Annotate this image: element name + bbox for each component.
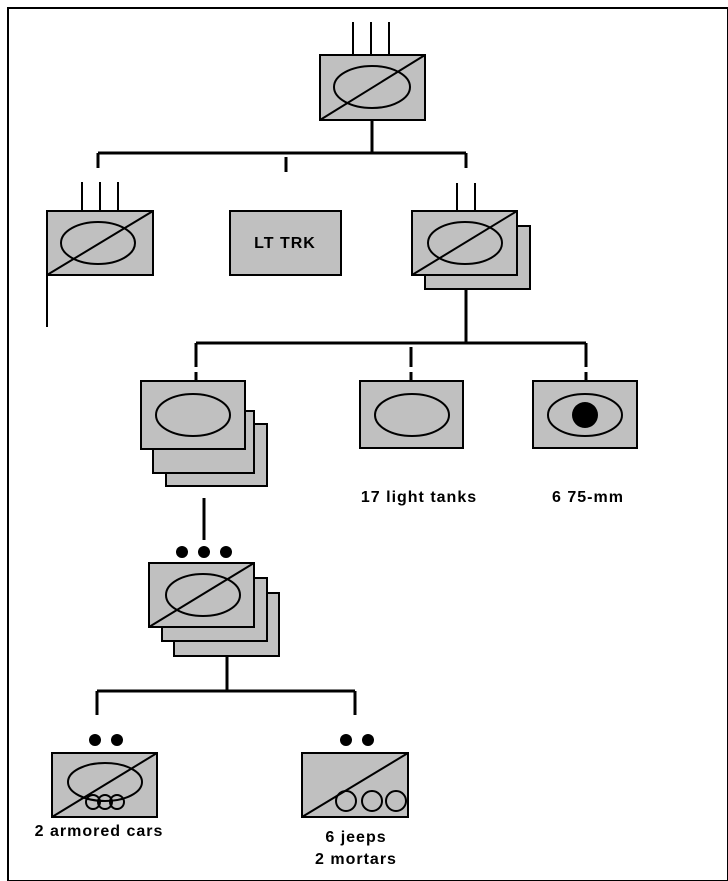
hq-symbol bbox=[319, 22, 426, 121]
armored-cars-symbol: 2 armored cars bbox=[35, 734, 164, 840]
connector-hq bbox=[96, 120, 468, 172]
recon-troops-symbol bbox=[148, 546, 280, 657]
mortars-label: 2 mortars bbox=[315, 851, 397, 868]
sub-regiment-symbol bbox=[46, 182, 154, 327]
tank-companies-symbol bbox=[140, 380, 268, 487]
assault-gun-label: 6 75-mm bbox=[552, 489, 624, 506]
jeeps-symbol: 6 jeeps 2 mortars bbox=[301, 734, 409, 868]
assault-gun-symbol: 6 75-mm bbox=[532, 380, 638, 506]
diagram-frame bbox=[7, 7, 728, 881]
jeeps-label: 6 jeeps bbox=[325, 829, 386, 846]
connector-recon-children bbox=[95, 656, 357, 715]
connector-squadron bbox=[194, 289, 588, 380]
armored-cars-label: 2 armored cars bbox=[35, 823, 164, 840]
light-truck-label: LT TRK bbox=[254, 235, 316, 252]
light-tanks-symbol: 17 light tanks bbox=[359, 380, 477, 506]
light-tanks-label: 17 light tanks bbox=[361, 489, 477, 506]
squadron-symbol bbox=[411, 183, 531, 290]
light-truck-box: LT TRK bbox=[229, 210, 342, 276]
